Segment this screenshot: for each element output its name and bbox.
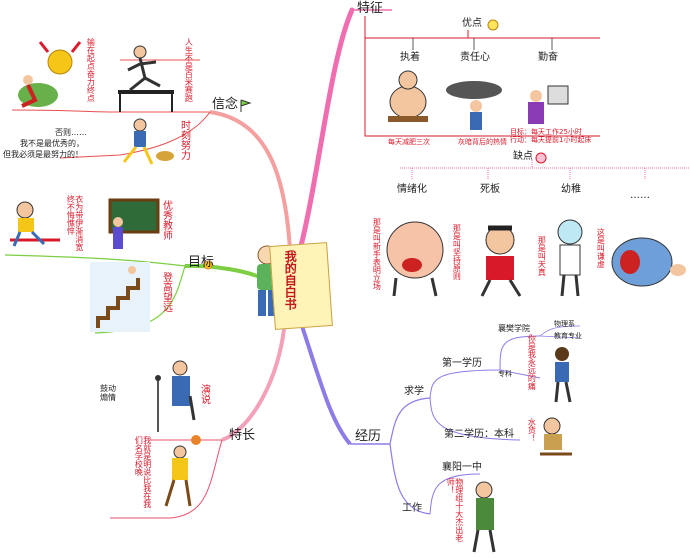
teacher-speaking-illustration [472, 481, 496, 553]
hurdler-illustration [118, 45, 174, 112]
flag-icon [240, 99, 252, 112]
second-degree-line [429, 397, 521, 441]
hurdle-fall-illustration [10, 201, 60, 247]
flaw-emotional-label: 情绪化 [397, 184, 427, 195]
first-degree-caption: 你是我永远的痛 [527, 334, 537, 390]
experience-branch-line [298, 319, 352, 446]
medal-runner-illustration [18, 41, 82, 108]
first-degree-type: 专科 [498, 370, 512, 378]
beliefs-line-a [11, 109, 210, 113]
flaw-naive-caption: 那是叫天真 [537, 236, 547, 276]
second-degree-label: 第二学历：本科 [444, 429, 514, 440]
traits-label: 特征 [357, 1, 384, 16]
college-sub-line [539, 325, 581, 339]
first-degree-label: 第一学历 [442, 358, 482, 369]
study-line [389, 397, 431, 445]
beliefs-label: 信念 [212, 97, 239, 112]
college-major: 教育专业 [554, 332, 582, 340]
teacher-illustration [108, 198, 160, 249]
work-sub-line [429, 473, 481, 515]
strengths-line-b [110, 439, 223, 519]
beliefs-line-b [59, 111, 211, 159]
merit-responsibility-caption: 灰暗背后的热情 [458, 138, 507, 146]
work-label: 工作 [402, 503, 422, 514]
belief-quote-1: 否则…… [55, 128, 87, 137]
angry-pig-illustration [386, 221, 444, 297]
strength-agitate-label: 鼓动 煽情 [100, 384, 116, 403]
flaw-more-caption: 这是叫谦虚 [596, 228, 606, 268]
smile-icon [487, 19, 499, 31]
goal-caption-teacher: 优秀教师 [160, 200, 172, 240]
goal-caption-climb: 登高望远 [160, 272, 172, 312]
belief-caption-effort: 时刻努力 [178, 120, 190, 160]
traits-branch-line [297, 7, 355, 253]
merit-persistence-caption: 每天减肥三次 [388, 138, 430, 146]
merit-diligence-caption: 目标：每天工作25小时 行动：每天提前1小时起床 [510, 128, 592, 145]
center-node-box [269, 242, 333, 330]
strengths-label: 特长 [229, 428, 256, 443]
experience-label: 经历 [355, 429, 382, 444]
speaker-illustration [155, 360, 196, 432]
flaw-emotional-caption: 那是叫新手表明立场 [372, 218, 382, 290]
flaws-bracket [400, 160, 690, 180]
college-line [499, 335, 541, 379]
college-label: 襄樊学院 [498, 324, 530, 333]
study-label: 求学 [404, 386, 424, 397]
crying-man-illustration [540, 417, 572, 456]
merit-diligence-label: 勤奋 [538, 52, 558, 63]
goals-line-a [4, 254, 186, 267]
merit-responsibility-label: 责任心 [460, 52, 490, 63]
work-school-label: 襄阳一中 [442, 462, 482, 473]
naive-scientist-illustration [557, 219, 583, 297]
traits-bracket [364, 16, 600, 137]
merits-label: 优点 [462, 18, 482, 29]
hippo-illustration [611, 237, 686, 287]
belief-caption-race: 人生不是百米赛跑 [184, 38, 194, 102]
center-title: 我的自白书 [283, 250, 298, 310]
computer-worker-illustration [528, 85, 569, 124]
flower-icon [203, 260, 213, 270]
flaw-naive-label: 幼稚 [561, 184, 581, 195]
runner-dog-illustration [122, 118, 174, 165]
flaw-rigid-caption: 那是叫坚持原则 [452, 224, 462, 280]
flaw-rigid-label: 死板 [480, 184, 500, 195]
merits-lines [412, 38, 553, 50]
flaws-label: 缺点 [513, 151, 533, 162]
work-line [389, 443, 431, 515]
belief-quote-3: 但我必须是最努力的！ [3, 150, 83, 159]
flaw-more-label: …… [630, 190, 650, 201]
college-dept: 物理系 [554, 320, 575, 328]
strengths-branch-line [221, 319, 287, 442]
strength-speech-caption: 演说 [198, 384, 210, 404]
belief-caption-start: 输在起点奋力终点 [86, 38, 96, 102]
goal-caption-perseverance: 衣为带伊渐消宽终不悔憔悴 [66, 195, 84, 251]
strength-school-caption: 我就是明说比我在我们名学校晚 [134, 436, 152, 508]
fat-man-illustration [388, 70, 428, 122]
sad-icon [535, 152, 547, 164]
second-degree-caption: 水货！ [527, 418, 537, 442]
staircase-illustration [90, 262, 150, 332]
cloud-man-illustration [446, 81, 502, 130]
merit-persistence-label: 执着 [400, 52, 420, 63]
first-degree-line [429, 369, 501, 399]
stiff-man-illustration [480, 225, 522, 297]
basketball-kid-illustration [164, 435, 201, 507]
beliefs-branch-line [209, 110, 292, 251]
work-caption: 物理组十大杰出老师！ [446, 478, 464, 542]
goals-label: 目标 [188, 255, 215, 270]
belief-quote-2: 我不是最优秀的， [20, 139, 84, 148]
student-illustration [554, 347, 572, 403]
